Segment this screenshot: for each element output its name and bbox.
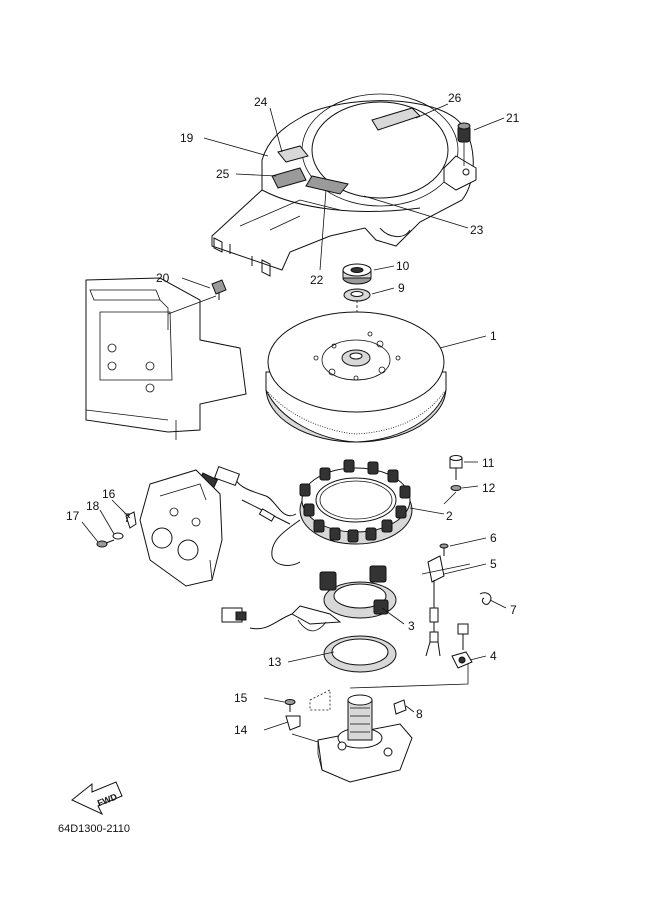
part-label-2: 2 [446,509,453,523]
part-label-4: 4 [490,649,497,663]
part-label-19: 19 [180,131,194,145]
part-label-12: 12 [482,481,496,495]
bolt-4 [451,623,473,669]
flywheel-cover [211,93,474,277]
bolt-11 [449,455,463,480]
part-label-9: 9 [398,281,405,295]
screw-17 [96,539,115,548]
ghost-line [291,733,319,743]
bracket-14 [285,715,301,731]
part-label-11: 11 [482,456,495,470]
ghost-outline [309,689,331,711]
bracket-line-4 [349,664,469,689]
part-labels: 1 2 3 4 5 6 7 7 8 9 10 11 12 13 14 15 16… [66,91,520,737]
part-label-7-left: 7 [124,511,131,525]
washer-9 [343,288,371,302]
part-label-14: 14 [234,723,248,737]
bushing-21 [443,122,477,191]
part-label-18: 18 [86,499,100,513]
part-label-20: 20 [156,271,170,285]
washer-18 [112,532,124,540]
pulser-coil-3 [221,565,397,632]
part-label-25: 25 [216,167,230,181]
part-label-26: 26 [448,91,462,105]
engine-block [85,277,247,440]
part-label-22: 22 [310,273,324,287]
part-label-1: 1 [490,329,497,343]
stator-2 [299,459,413,545]
clip-7-right [479,592,492,605]
washer-12 [443,485,462,505]
part-label-24: 24 [254,95,268,109]
rotor-ring-13 [323,635,397,673]
leader-lines [81,103,507,731]
part-label-8: 8 [416,707,423,721]
cdi-lead-5 [421,555,471,657]
part-label-21: 21 [506,111,520,125]
part-label-15: 15 [234,691,248,705]
nut-10 [342,263,372,285]
part-label-23: 23 [470,223,484,237]
key-8 [393,699,407,715]
part-label-6: 6 [490,531,497,545]
part-label-3: 3 [408,619,415,633]
screw-20 [211,279,227,300]
part-label-13: 13 [268,655,282,669]
part-label-7-right: 7 [510,603,517,617]
crankcase-section [139,469,223,587]
screw-15 [284,699,296,712]
part-label-10: 10 [396,259,410,273]
fwd-arrow: FWD [71,781,123,816]
flywheel-1 [265,311,447,443]
part-label-16: 16 [102,487,116,501]
diagram-code: 64D1300-2110 [58,823,130,835]
part-label-17: 17 [66,509,80,523]
screw-6 [439,543,449,556]
part-label-5: 5 [490,557,497,571]
base-mount [317,694,413,783]
